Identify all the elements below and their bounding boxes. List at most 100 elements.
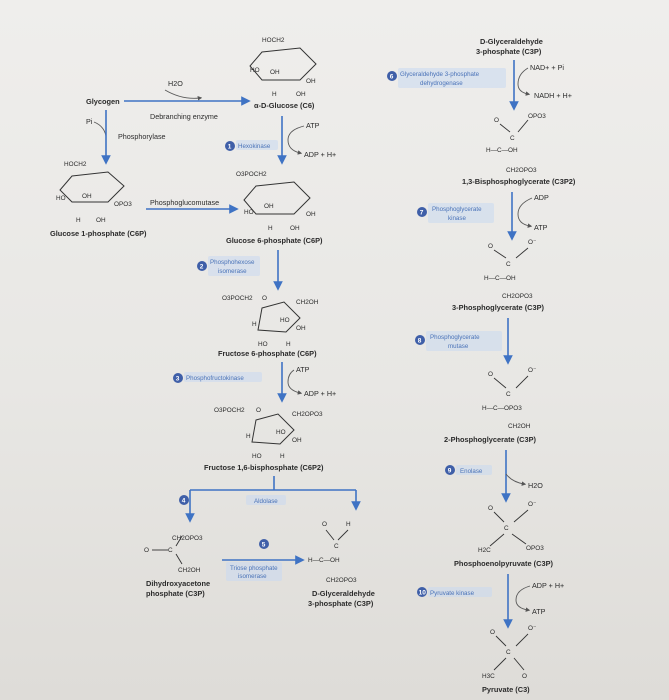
pg2-c: C xyxy=(506,391,511,398)
gap-bottom-structure: O H C H—C—OH CH2OPO3 xyxy=(308,521,357,584)
pep-bond-2 xyxy=(513,509,529,523)
pg3-label: 3-Phosphoglycerate (C3P) xyxy=(452,303,545,312)
pi-curve xyxy=(93,121,107,137)
step-4-number: 4 xyxy=(182,498,186,505)
g6p-oh-2: OH xyxy=(306,211,316,218)
f6p-label: Fructose 6-phosphate (C6P) xyxy=(218,349,317,358)
tpi-highlight xyxy=(226,562,282,581)
g1p-label: Glucose 1-phosphate (C6P) xyxy=(50,229,147,238)
tpi-label-2: isomerase xyxy=(238,573,267,580)
pg2-bond-1 xyxy=(493,377,507,389)
pyruvate-o: O xyxy=(490,629,495,636)
f16bp-ho-2: HO xyxy=(252,453,262,460)
pg2-label: 2-Phosphoglycerate (C3P) xyxy=(444,435,537,444)
tpi-label-1: Triose phosphate xyxy=(230,565,278,572)
step-5-badge xyxy=(259,539,269,549)
pg2-structure: O O⁻ C H—C—OPO3 CH2OH xyxy=(482,367,536,430)
gap-bottom-c: C xyxy=(334,543,339,550)
phi-highlight xyxy=(208,256,260,276)
pg3-o-minus: O⁻ xyxy=(528,239,536,246)
pyruvate-h3c: H3C xyxy=(482,673,495,680)
f16bp-ring xyxy=(251,413,295,445)
pgk-label-2: kinase xyxy=(448,215,466,222)
f6p-ho: HO xyxy=(280,317,290,324)
g6p-oh: OH xyxy=(264,203,274,210)
step-10-number: 10 xyxy=(419,590,427,597)
pg3-o: O xyxy=(488,243,493,250)
step-1-badge xyxy=(225,141,235,151)
pg3-bond-2 xyxy=(515,247,529,259)
pep-structure: O O⁻ C H2C OPO3 xyxy=(478,501,544,554)
pgm-label-2: mutase xyxy=(448,343,469,350)
f6p-ring-o: O xyxy=(262,295,267,302)
adp-pgk: ADP xyxy=(534,193,549,202)
pgk-label-1: Phosphoglycerate xyxy=(432,206,482,213)
bpg13-ch2opo3: CH2OPO3 xyxy=(506,167,537,174)
dhap-bond-up xyxy=(175,535,183,547)
glucose-ring xyxy=(249,47,317,81)
bpg13-c: C xyxy=(510,135,515,142)
f16bp-h-2: H xyxy=(280,453,285,460)
gap-bottom-h: H xyxy=(346,521,351,528)
f6p-h-2: H xyxy=(286,341,291,348)
f6p-ch2oh: CH2OH xyxy=(296,299,319,306)
f16bp-ch2opo3: CH2OPO3 xyxy=(292,411,323,418)
pep-bond-4 xyxy=(511,533,527,545)
glycogen-label: Glycogen xyxy=(86,97,120,106)
dhap-ch2oh: CH2OH xyxy=(178,567,201,574)
dhap-label-2: phosphate (C3P) xyxy=(146,589,205,598)
step-9-number: 9 xyxy=(448,468,452,475)
pk-label: Pyruvate kinase xyxy=(430,590,475,597)
bpg13-structure: O OPO3 C H—C—OH CH2OPO3 xyxy=(486,113,546,174)
bpg13-bond-2 xyxy=(517,119,529,133)
adp-pk: ADP + H+ xyxy=(532,581,564,590)
atp-adp-hexokinase-curve xyxy=(287,125,305,155)
bpg13-label: 1,3-Bisphosphoglycerate (C3P2) xyxy=(462,177,576,186)
phosphoglucomutase-label: Phosphoglucomutase xyxy=(150,198,219,207)
pg3-ch2opo3: CH2OPO3 xyxy=(502,293,533,300)
pgk-highlight xyxy=(428,203,494,223)
step-10-badge xyxy=(417,587,427,597)
hexokinase-label: Hexokinase xyxy=(238,143,271,150)
f16bp-h: H xyxy=(246,433,251,440)
gap-top-label-1: D-Glyceraldehyde xyxy=(480,37,543,46)
pgm-highlight xyxy=(426,331,502,351)
atp-pgk: ATP xyxy=(534,223,548,232)
aldolase-label: Aldolase xyxy=(254,498,278,505)
atp-pfk: ATP xyxy=(296,365,310,374)
bpg13-hcoh: H—C—OH xyxy=(486,147,518,154)
step-8-number: 8 xyxy=(418,338,422,345)
step-1-number: 1 xyxy=(228,144,232,151)
g1p-opo3: OPO3 xyxy=(114,201,132,208)
h2o-cofactor: H2O xyxy=(168,79,183,88)
gap-bottom-label-1: D-Glyceraldehyde xyxy=(312,589,375,598)
nad-nadh-curve xyxy=(517,67,531,96)
adp-atp-pgk-curve xyxy=(517,197,533,228)
pg3-bond-1 xyxy=(493,249,507,259)
pyruvate-c: C xyxy=(506,649,511,656)
gap-bottom-bond-1 xyxy=(325,529,335,541)
pg2-hcopo3: H—C—OPO3 xyxy=(482,405,522,412)
pyruvate-bond-3 xyxy=(493,657,507,671)
atp-adp-pfk-curve xyxy=(287,369,303,395)
pep-h2c: H2C xyxy=(478,547,491,554)
g6p-structure: O3POCH2 HO OH OH H OH xyxy=(236,171,316,232)
pep-c: C xyxy=(504,525,509,532)
dhap-ch2opo3: CH2OPO3 xyxy=(172,535,203,542)
pep-label: Phosphoenolpyruvate (C3P) xyxy=(454,559,554,568)
atp-hexokinase: ATP xyxy=(306,121,320,130)
f16bp-ring-o: O xyxy=(256,407,261,414)
enolase-highlight xyxy=(456,465,492,475)
g1p-oh-2: OH xyxy=(96,217,106,224)
pk-highlight xyxy=(428,587,492,597)
g6p-ho: HO xyxy=(244,209,254,216)
adp-hexokinase: ADP + H+ xyxy=(304,150,336,159)
dhap-label-1: Dihydroxyacetone xyxy=(146,579,210,588)
step-7-number: 7 xyxy=(420,210,424,217)
step-4-badge xyxy=(179,495,189,505)
f16bp-oh: OH xyxy=(292,437,302,444)
pg2-o-minus: O⁻ xyxy=(528,367,536,374)
glucose-ho: HO xyxy=(250,67,260,74)
pyruvate-bond-1 xyxy=(495,635,507,647)
